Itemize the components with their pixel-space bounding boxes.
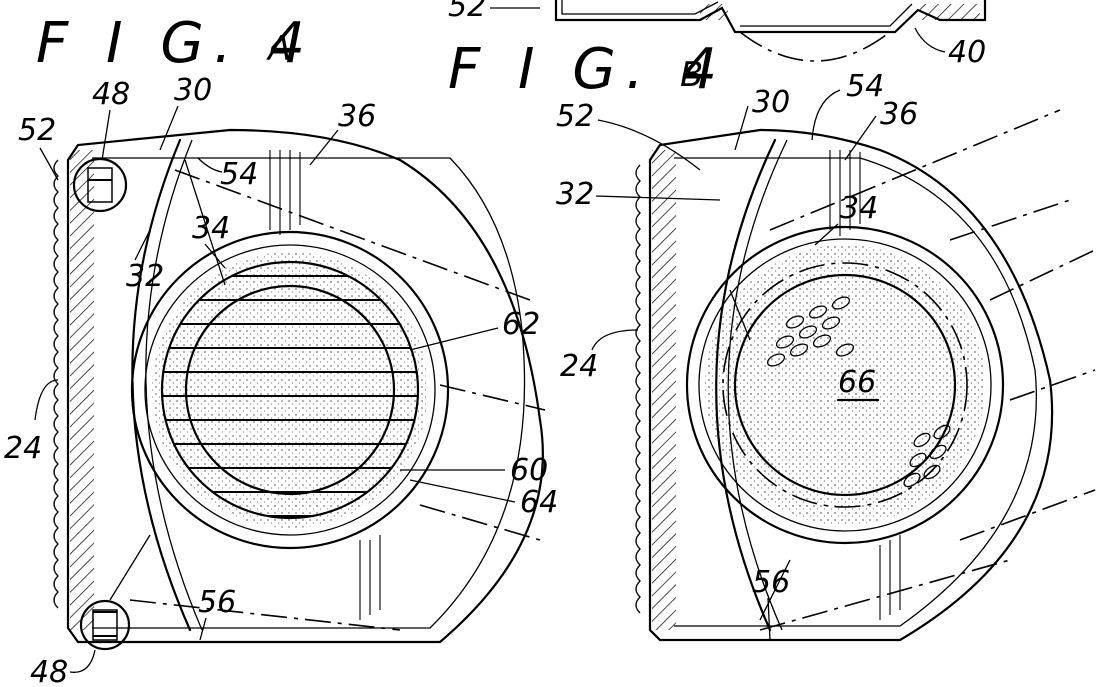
label-32-b: 32 xyxy=(556,177,594,212)
label-40: 40 xyxy=(948,35,986,70)
fig-4a-subtitle: A xyxy=(266,29,291,69)
label-30-b: 30 xyxy=(752,85,790,120)
label-56: 56 xyxy=(198,585,236,620)
label-48-bottom: 48 xyxy=(30,655,68,687)
label-64: 64 xyxy=(520,485,558,520)
label-54: 54 xyxy=(220,157,258,192)
ring-outer xyxy=(130,230,450,550)
housing-outer xyxy=(66,128,544,644)
fig-4b-subtitle: B xyxy=(680,55,703,95)
label-52-b: 52 xyxy=(556,99,594,134)
label-52-top: 52 xyxy=(448,0,486,24)
figure-4b: F I G. 4 B xyxy=(448,37,1096,642)
label-34: 34 xyxy=(192,211,230,246)
label-30: 30 xyxy=(174,73,212,108)
label-36: 36 xyxy=(338,99,376,134)
coil-24-b xyxy=(635,164,641,614)
label-60: 60 xyxy=(510,453,548,488)
label-24: 24 xyxy=(4,431,42,466)
label-52: 52 xyxy=(18,113,56,148)
label-48-top: 48 xyxy=(92,77,130,112)
housing-outer-b xyxy=(648,128,1054,642)
fig-4b-title: F I G. 4 xyxy=(448,37,727,102)
screw-top xyxy=(72,157,128,213)
label-34-b: 34 xyxy=(840,191,878,226)
pellets xyxy=(766,296,951,488)
figure-4a: F I G. 4 A xyxy=(4,11,558,687)
fig-4a-title: F I G. 4 xyxy=(36,11,315,76)
back-wall-hatch-b xyxy=(652,150,676,630)
screw-bottom xyxy=(79,599,131,651)
label-24-b: 24 xyxy=(560,349,598,384)
top-fragment: 52 40 xyxy=(448,0,986,70)
label-36-b: 36 xyxy=(880,97,918,132)
coil-24 xyxy=(53,159,59,609)
label-32: 32 xyxy=(126,259,164,294)
label-66: 66 xyxy=(838,365,876,400)
label-54-b: 54 xyxy=(846,69,884,104)
label-56-b: 56 xyxy=(752,565,790,600)
ring-outer-b xyxy=(685,225,1005,545)
back-wall-hatch xyxy=(70,150,94,630)
label-62: 62 xyxy=(502,307,540,342)
